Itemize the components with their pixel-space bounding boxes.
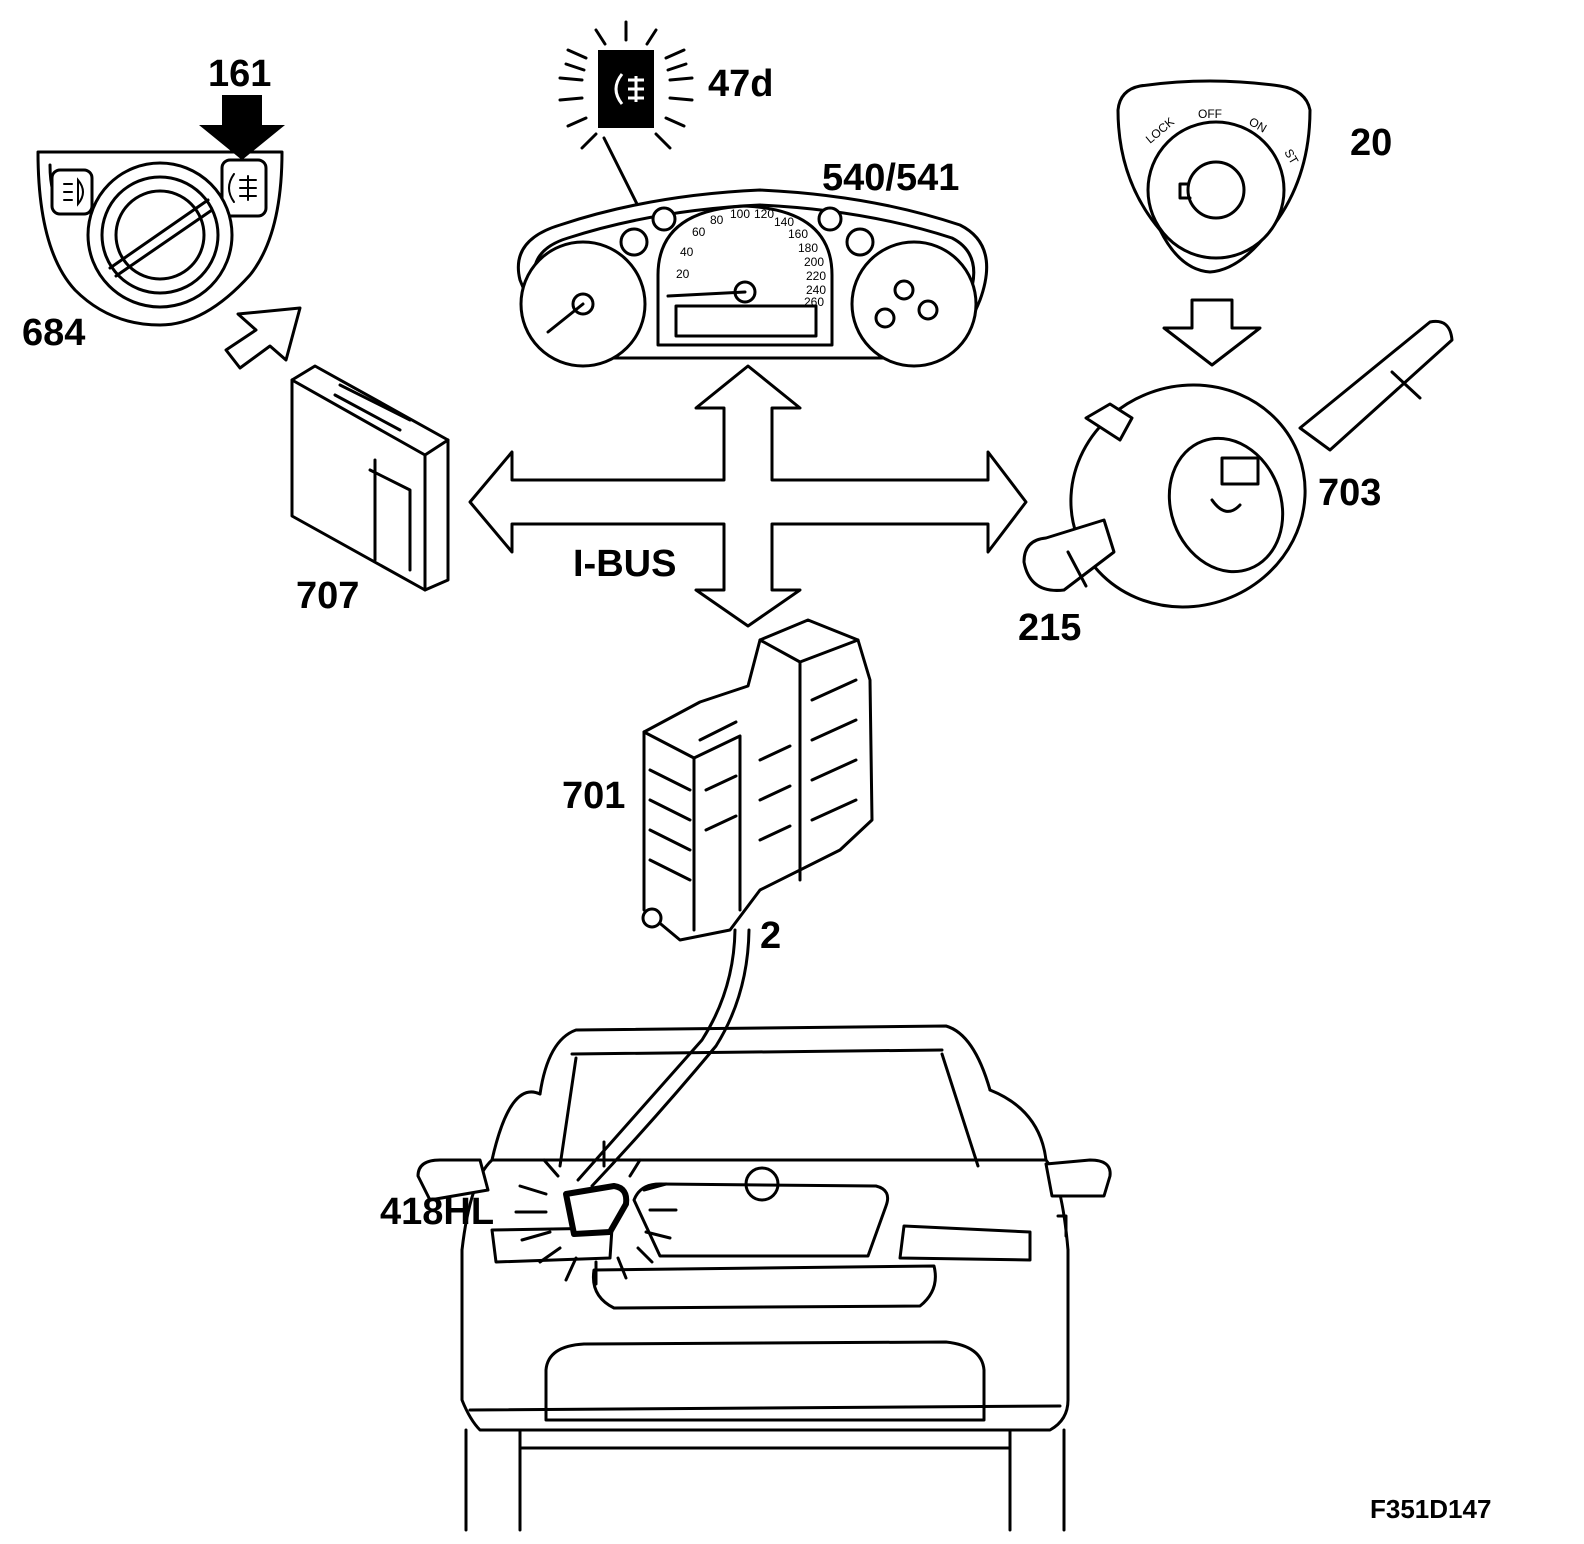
wire-harness — [576, 928, 751, 1188]
indicator-glow-rays — [558, 20, 694, 150]
svg-text:ST: ST — [1281, 147, 1301, 168]
control-module-707 — [290, 364, 450, 592]
svg-text:180: 180 — [798, 241, 818, 255]
wire-count-label: 2 — [760, 915, 781, 957]
svg-text:80: 80 — [710, 213, 724, 227]
svg-text:160: 160 — [788, 227, 808, 241]
figure-id: F351D147 — [1370, 1494, 1491, 1524]
fuse-box-label: 701 — [562, 775, 625, 817]
light-switch-panel — [36, 150, 284, 327]
rear-fog-lamp-label: 418HL — [380, 1191, 494, 1233]
svg-text:40: 40 — [680, 245, 694, 259]
svg-text:200: 200 — [804, 255, 824, 269]
control-module-label: 707 — [296, 575, 359, 617]
svg-text:220: 220 — [806, 269, 826, 283]
stalk-switch-label: 215 — [1018, 607, 1081, 649]
ibus-label: I-BUS — [573, 543, 676, 585]
lamp-glow-rays — [514, 1140, 678, 1286]
speedometer-ticks: 20 40 60 80 100 120 140 160 180 200 220 … — [676, 207, 826, 309]
instrument-cluster-label: 540/541 — [822, 157, 959, 199]
stalk-module-label: 703 — [1318, 472, 1381, 514]
indicator-lamp — [558, 20, 694, 208]
fuse-box — [641, 618, 874, 942]
instrument-cluster: 20 40 60 80 100 120 140 160 180 200 220 … — [516, 188, 989, 368]
ignition-switch: LOCK OFF ON ST — [1116, 79, 1312, 274]
svg-text:60: 60 — [692, 225, 706, 239]
front-fog-icon — [63, 177, 84, 207]
ignition-to-stalk-arrow — [1162, 298, 1262, 367]
svg-text:140: 140 — [774, 215, 794, 229]
indicator-label: 47d — [708, 63, 773, 105]
svg-text:240: 240 — [806, 283, 826, 297]
ibus-cross-arrow — [468, 364, 1028, 628]
svg-text:260: 260 — [804, 295, 824, 309]
light-switch-label: 684 — [22, 312, 85, 354]
stalk-module — [1022, 319, 1454, 609]
svg-text:120: 120 — [754, 207, 774, 221]
svg-text:20: 20 — [676, 267, 690, 281]
car-rear-view — [416, 1024, 1112, 1532]
switch-to-module-arrow — [224, 306, 302, 370]
svg-text:100: 100 — [730, 207, 750, 221]
ignition-switch-label: 20 — [1350, 122, 1392, 164]
rear-fog-icon — [228, 173, 257, 203]
fog-button-pointer-arrow — [199, 95, 285, 160]
rear-fog-icon — [614, 73, 644, 105]
rear-fog-lamp — [514, 1140, 678, 1286]
svg-text:OFF: OFF — [1198, 107, 1222, 121]
fog-button-label: 161 — [208, 53, 271, 95]
